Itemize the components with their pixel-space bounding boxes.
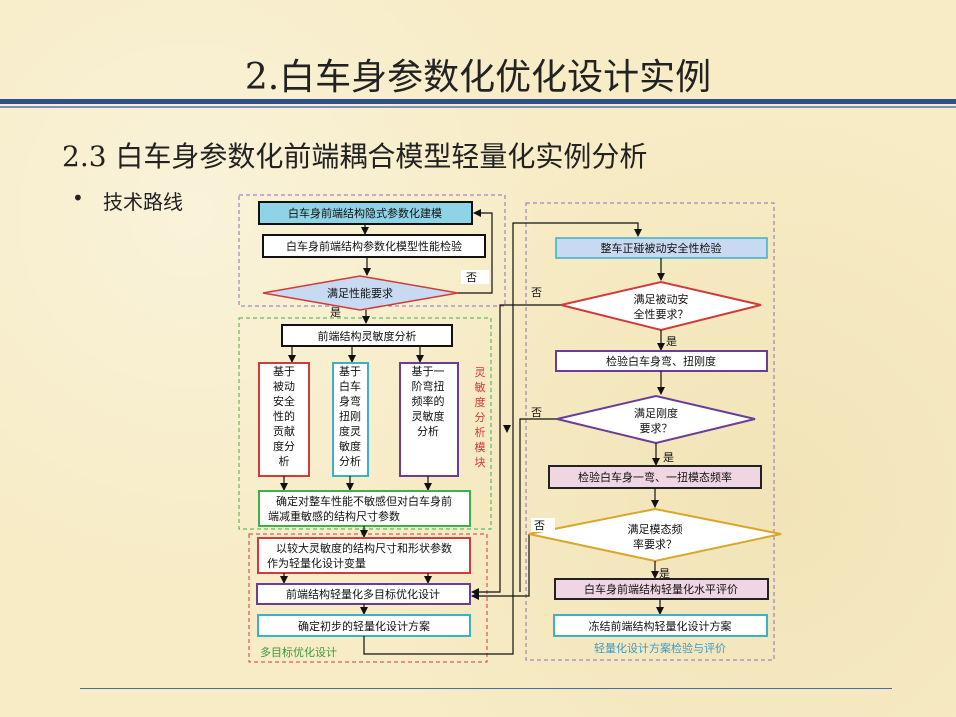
modeling-box-label: 白车身前端结构隐式参数化建模 — [288, 206, 442, 220]
col2-line: 敏度 — [339, 439, 361, 453]
frequency-sensitivity-text: 基于一 阶弯扭 频率的 灵敏度 分析 — [412, 365, 445, 438]
plan-to-verification — [363, 222, 642, 655]
stiffness-no-label: 否 — [531, 406, 542, 419]
col2-line: 白车 — [339, 379, 361, 393]
modal-req-line2: 率要求？ — [633, 537, 677, 551]
design-variables-box — [257, 537, 471, 574]
determine-line1: 确定对整车性能不敏感但对白车身前 — [276, 494, 452, 508]
modal-req-diamond — [528, 507, 782, 563]
module-char: 分 — [475, 411, 486, 424]
determine-line2: 端减重敏感的结构尺寸参数 — [268, 509, 400, 523]
col1-line: 基于 — [273, 365, 295, 378]
crash-check-label: 整车正碰被动安全性检验 — [601, 241, 722, 255]
modal-yes-label: 是 — [659, 567, 670, 580]
sensitivity-box-label: 前端结构灵敏度分析 — [318, 329, 417, 343]
module-char: 敏 — [475, 380, 486, 394]
perf-req-label: 满足性能要求 — [327, 286, 393, 300]
footer-divider — [80, 688, 892, 689]
bullet-marker: • — [72, 186, 84, 210]
vars-line2: 作为轻量化设计变量 — [267, 556, 366, 570]
evaluation-box — [554, 578, 769, 600]
perf-yes-label: 是 — [330, 306, 341, 319]
safety-req-line1: 满足被动安 — [634, 292, 689, 306]
title-divider-thin — [0, 106, 956, 108]
module-char: 模 — [475, 441, 486, 454]
modeling-module-frame — [238, 194, 506, 307]
col2-line: 度灵 — [339, 424, 361, 438]
safety-no-label: 否 — [531, 286, 542, 299]
module-char: 度 — [475, 395, 486, 409]
initial-plan-label: 确定初步的轻量化设计方案 — [298, 619, 430, 633]
col3-line: 频率的 — [412, 394, 445, 408]
safety-yes-label: 是 — [666, 335, 677, 348]
vars-line1: 以较大灵敏度的结构尺寸和形状参数 — [276, 541, 452, 555]
col3-line: 分析 — [417, 424, 439, 438]
perf-check-box — [262, 234, 486, 258]
stiffness-no-return — [519, 418, 557, 592]
stiffness-req-diamond — [556, 394, 756, 445]
sensitivity-module-label: 灵 敏 度 分 析 模 块 — [475, 366, 486, 469]
perf-no-label: 否 — [466, 271, 477, 284]
col1-line: 贡献 — [273, 424, 295, 438]
freeze-label: 冻结前端结构轻量化设计方案 — [589, 619, 732, 633]
col1-line: 被动 — [273, 380, 295, 393]
section-subtitle: 2.3 白车身参数化前端耦合模型轻量化实例分析 — [62, 140, 648, 173]
verification-module-label: 轻量化设计方案检验与评价 — [594, 641, 726, 655]
module-char: 析 — [475, 425, 486, 439]
stiffness-yes-label: 是 — [663, 451, 674, 464]
stiffness-sensitivity-text: 基于 白车 身弯 扭刚 度灵 敏度 分析 — [339, 365, 361, 468]
stiffness-req-line1: 满足刚度 — [634, 406, 678, 420]
col2-line: 扭刚 — [339, 409, 361, 423]
perf-check-box-label: 白车身前端结构参数化模型性能检验 — [286, 239, 462, 253]
module-char: 灵 — [475, 366, 486, 379]
bullet-text: 技术路线 — [103, 190, 183, 214]
safety-no-return — [471, 304, 561, 596]
optimization-module-frame — [248, 533, 488, 663]
modal-req-line1: 满足模态频 — [628, 522, 683, 536]
multi-objective-module-label: 多目标优化设计 — [260, 645, 337, 659]
perf-no-box — [461, 270, 489, 284]
modal-no-return — [471, 534, 530, 600]
safety-req-line2: 全性要求？ — [634, 307, 689, 321]
col1-line: 度分 — [273, 439, 295, 453]
frequency-sensitivity-box — [399, 362, 459, 477]
col3-line: 基于一 — [412, 365, 445, 378]
col3-line: 阶弯扭 — [412, 379, 445, 393]
col1-line: 析 — [279, 454, 290, 468]
stiffness-sensitivity-box — [332, 362, 369, 477]
col1-line: 性的 — [273, 409, 295, 423]
col2-line: 身弯 — [339, 394, 361, 408]
freeze-box — [553, 614, 768, 637]
modal-no-box — [531, 518, 555, 532]
col2-line: 分析 — [339, 454, 361, 468]
verification-module-frame — [525, 202, 775, 661]
multi-objective-label: 前端结构轻量化多目标优化设计 — [286, 587, 440, 601]
determine-params-box — [258, 490, 471, 527]
col3-line: 灵敏度 — [412, 409, 445, 423]
col1-line: 安全 — [273, 394, 295, 408]
safety-contribution-box — [258, 362, 310, 477]
title-divider-thick — [0, 99, 956, 104]
evaluation-label: 白车身前端结构轻量化水平评价 — [584, 582, 738, 596]
modal-check-label: 检验白车身一弯、一扭模态频率 — [578, 470, 732, 484]
page-title: 2.白车身参数化优化设计实例 — [244, 57, 712, 98]
safety-req-diamond — [560, 280, 762, 332]
perf-no-loop — [458, 209, 493, 294]
modal-no-label: 否 — [534, 519, 545, 532]
stiffness-req-line2: 要求？ — [640, 422, 673, 435]
stiffness-check-label: 检验白车身弯、扭刚度 — [606, 354, 716, 368]
sensitivity-box — [281, 324, 453, 347]
col2-line: 基于 — [339, 365, 361, 378]
module-char: 块 — [475, 456, 486, 469]
safety-contribution-text: 基于 被动 安全 性的 贡献 度分 析 — [273, 365, 295, 468]
